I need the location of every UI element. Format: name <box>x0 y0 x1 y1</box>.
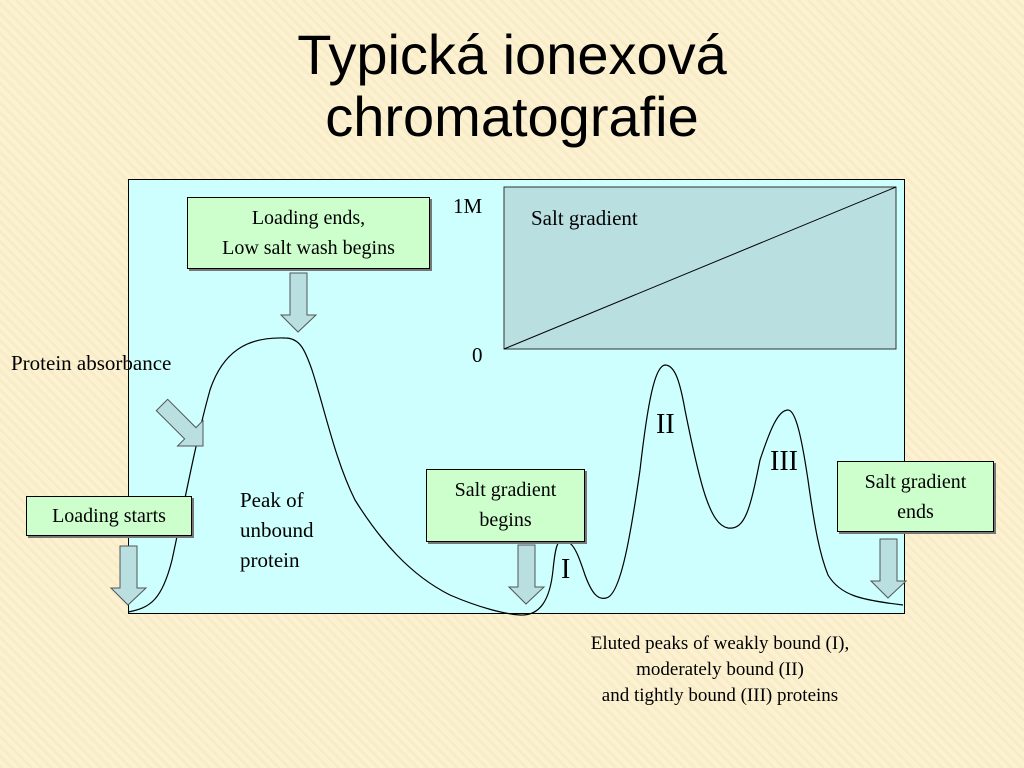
unbound-line-3: protein <box>240 548 300 572</box>
unbound-line-2: unbound <box>240 518 314 542</box>
down-arrow-icon <box>109 545 148 606</box>
eluted-peaks-caption: Eluted peaks of weakly bound (I), modera… <box>540 631 900 709</box>
peak-I-label: I <box>561 554 571 585</box>
loading-ends-line-1: Loading ends, <box>251 207 366 229</box>
caption-line-1: Eluted peaks of weakly bound (I), <box>590 633 850 654</box>
caption-line-2: moderately bound (II) <box>636 659 804 680</box>
gradient-ends-line-2: ends <box>897 501 934 523</box>
salt-gradient-line <box>503 186 897 350</box>
title-line-1: Typická ionexová <box>297 23 727 86</box>
protein-absorbance-label: Protein absorbance <box>11 351 172 375</box>
caption-line-3: and tightly bound (III) proteins <box>601 685 839 706</box>
diagonal-arrow-icon <box>155 398 204 447</box>
gradient-begins-line-2: begins <box>479 509 532 531</box>
slide-title: Typická ionexová chromatografie <box>0 24 1024 148</box>
unbound-line-1: Peak of <box>240 488 304 512</box>
peak-II-label: II <box>656 409 675 440</box>
down-arrow-icon <box>507 544 546 605</box>
salt-gradient-label: Salt gradient <box>531 206 638 230</box>
peak-III-label: III <box>770 446 798 477</box>
loading-ends-box: Loading ends, Low salt wash begins <box>187 197 430 269</box>
loading-starts-box: Loading starts <box>26 496 192 536</box>
gradient-begins-line-1: Salt gradient <box>454 479 557 501</box>
down-arrow-icon <box>279 272 318 333</box>
salt-min-label: 0 <box>472 343 483 367</box>
salt-max-label: 1M <box>453 194 483 218</box>
unbound-peak-label: Peak of unbound protein <box>240 485 314 575</box>
gradient-begins-box: Salt gradient begins <box>426 469 585 542</box>
down-arrow-icon <box>869 538 908 599</box>
title-line-2: chromatografie <box>325 85 699 148</box>
gradient-ends-box: Salt gradient ends <box>837 461 994 532</box>
gradient-ends-line-1: Salt gradient <box>864 471 967 493</box>
absorbance-trace <box>127 337 904 616</box>
loading-ends-line-2: Low salt wash begins <box>222 237 395 259</box>
loading-starts-label: Loading starts <box>52 505 166 527</box>
